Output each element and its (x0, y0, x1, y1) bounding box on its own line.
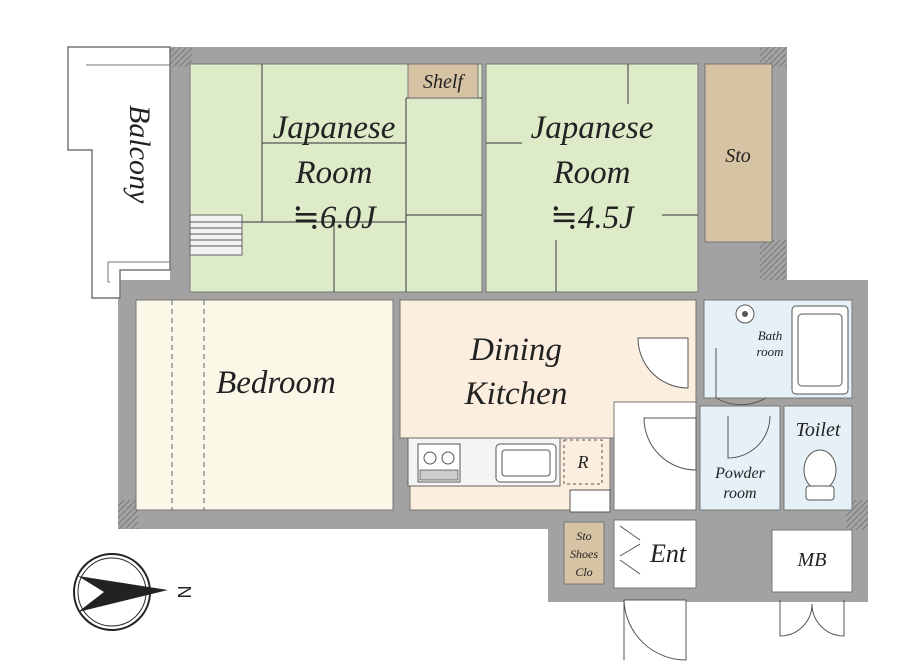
shelf: Shelf (407, 63, 479, 99)
entrance-label: Ent (649, 539, 687, 568)
powder-room-label-1: Powder (714, 465, 766, 482)
entrance: Ent (613, 519, 697, 661)
japanese-room-1: Japanese Room ≒6.0J (189, 63, 483, 293)
shoe-storage-label-1: Sto (576, 529, 591, 543)
powder-room-label-2: room (723, 485, 756, 502)
shoe-storage-label-2: Shoes (570, 547, 598, 561)
meter-box: MB (771, 529, 853, 637)
compass: N (73, 553, 194, 631)
compass-arrow-icon (78, 576, 168, 612)
water-heater-icon (735, 304, 755, 324)
japanese-room-2: Japanese Room ≒4.5J (485, 63, 699, 293)
japanese-room-2-label-1: Japanese (531, 110, 654, 146)
kitchen-label: Kitchen (464, 376, 568, 412)
toilet-label: Toilet (796, 419, 841, 441)
compass-north-label: N (174, 586, 194, 599)
shoe-storage-label-3: Clo (575, 565, 592, 579)
bathroom-label-2: room (757, 344, 784, 359)
japanese-room-1-size: ≒6.0J (292, 200, 377, 236)
bathroom-label-1: Bath (758, 328, 783, 343)
bedroom: Bedroom (135, 299, 394, 511)
bathtub-icon (791, 305, 849, 395)
japanese-room-2-size: ≒4.5J (550, 200, 635, 236)
storage-top-label: Sto (725, 145, 751, 167)
japanese-room-1-label-2: Room (295, 155, 373, 191)
balcony (67, 46, 171, 299)
dining-label: Dining (469, 332, 562, 368)
meter-box-label: MB (797, 549, 827, 571)
refrigerator: R (563, 439, 603, 485)
japanese-room-2-label-2: Room (553, 155, 631, 191)
bathroom: Bath room (703, 299, 853, 406)
wall-hatching (118, 47, 868, 530)
toilet-room: Toilet (783, 405, 853, 511)
shelf-label: Shelf (423, 71, 465, 93)
toilet-icon (803, 449, 837, 501)
storage-top: Sto (704, 63, 773, 243)
refrigerator-label: R (577, 452, 589, 472)
japanese-room-1-label-1: Japanese (273, 110, 396, 146)
balcony-label: Balcony (123, 105, 156, 204)
stove-icon (417, 443, 461, 483)
powder-room: Powder room (699, 405, 781, 511)
shoe-storage: Sto Shoes Clo (563, 521, 605, 585)
hallway (569, 401, 697, 513)
sink-icon (495, 443, 557, 483)
bedroom-label: Bedroom (216, 365, 336, 401)
